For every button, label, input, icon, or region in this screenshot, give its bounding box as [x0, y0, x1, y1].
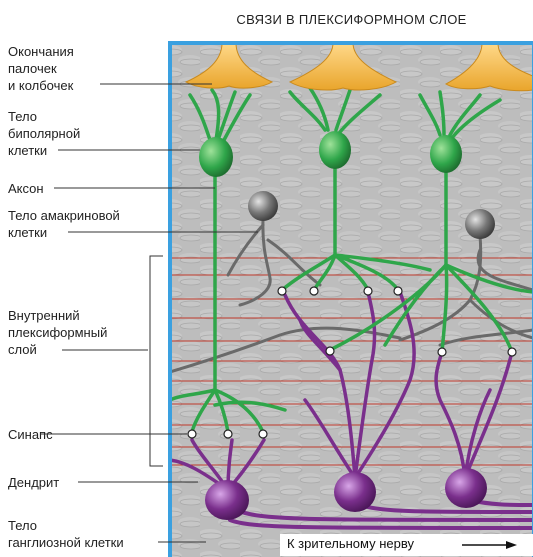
amacrine-cell-body-2	[465, 209, 495, 239]
synapse-9	[438, 348, 446, 356]
synapse-8	[326, 347, 334, 355]
bipolar-cell-body-3	[430, 135, 462, 173]
synapse-6	[364, 287, 372, 295]
synapse-1	[188, 430, 196, 438]
synapse-7	[394, 287, 402, 295]
synapse-3	[259, 430, 267, 438]
synapse-2	[224, 430, 232, 438]
synapse-5	[310, 287, 318, 295]
ganglion-cell-body-2	[334, 472, 376, 512]
ganglion-cell-body-1	[205, 480, 249, 520]
bipolar-cell-body-2	[319, 131, 351, 169]
optic-nerve-direction-label: К зрительному нерву	[287, 536, 414, 551]
ganglion-cell-body-3	[445, 468, 487, 508]
bipolar-cell-body-1	[199, 137, 233, 177]
synapse-10	[508, 348, 516, 356]
amacrine-cell-body-1	[248, 191, 278, 221]
synapse-4	[278, 287, 286, 295]
